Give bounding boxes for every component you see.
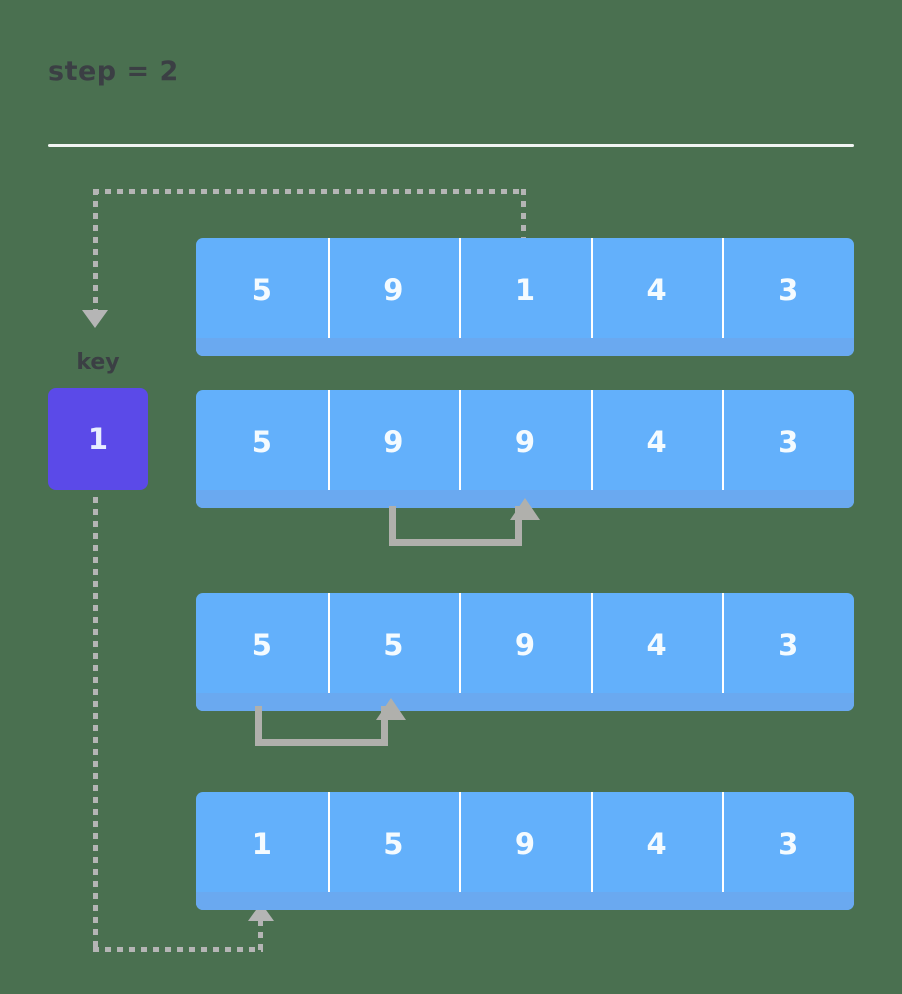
array-cell[interactable]: 9 bbox=[459, 792, 591, 910]
array-cell[interactable]: 5 bbox=[327, 792, 460, 910]
page-title: step = 2 bbox=[48, 56, 179, 87]
key-extract-path-horizontal bbox=[93, 189, 526, 194]
array-cell[interactable]: 9 bbox=[327, 238, 460, 356]
array-cell[interactable]: 4 bbox=[590, 238, 723, 356]
array-cell[interactable]: 3 bbox=[722, 593, 854, 711]
array-cell[interactable]: 4 bbox=[590, 390, 723, 508]
arrow-up-icon bbox=[510, 498, 540, 520]
array-row: 5 9 9 4 3 bbox=[196, 390, 854, 508]
array-cell[interactable]: 3 bbox=[722, 238, 854, 356]
array-cell[interactable]: 5 bbox=[251, 425, 272, 459]
array-cell[interactable]: 9 bbox=[459, 390, 591, 508]
array-cell[interactable]: 1 bbox=[251, 827, 272, 861]
array-row: 5 5 9 4 3 bbox=[196, 593, 854, 711]
array-cell[interactable]: 1 bbox=[459, 238, 591, 356]
key-insert-path-vertical-right bbox=[258, 920, 263, 952]
array-row: 1 5 9 4 3 bbox=[196, 792, 854, 910]
shift-connector-bracket bbox=[389, 506, 522, 546]
arrow-down-icon bbox=[82, 310, 108, 328]
key-extract-path-vertical-right bbox=[521, 189, 526, 244]
key-value: 1 bbox=[87, 422, 109, 456]
array-cell[interactable]: 3 bbox=[722, 792, 854, 910]
array-cell[interactable]: 9 bbox=[327, 390, 460, 508]
key-label: key bbox=[76, 350, 120, 375]
arrow-up-icon bbox=[376, 698, 406, 720]
array-cell[interactable]: 3 bbox=[722, 390, 854, 508]
key-insert-path-vertical-left bbox=[93, 497, 98, 952]
key-extract-path-vertical-left bbox=[93, 189, 98, 311]
shift-connector-bracket bbox=[255, 706, 388, 746]
array-cell[interactable]: 4 bbox=[590, 593, 723, 711]
array-cell[interactable]: 9 bbox=[459, 593, 591, 711]
key-insert-path-horizontal bbox=[93, 947, 263, 952]
key-box[interactable]: 1 bbox=[48, 388, 148, 490]
array-cell[interactable]: 5 bbox=[327, 593, 460, 711]
array-cell[interactable]: 5 bbox=[251, 273, 272, 307]
array-cell[interactable]: 5 bbox=[251, 628, 272, 662]
array-cell[interactable]: 4 bbox=[590, 792, 723, 910]
header-divider bbox=[48, 144, 854, 147]
array-row: 5 9 1 4 3 bbox=[196, 238, 854, 356]
